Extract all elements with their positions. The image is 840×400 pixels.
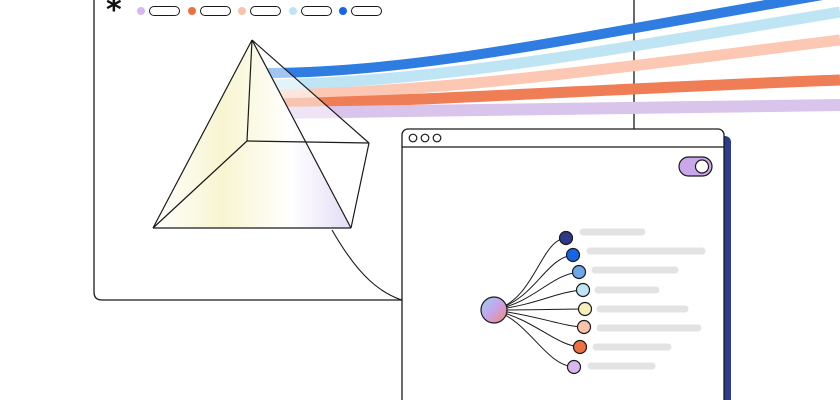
beam-light-blue (267, 6, 840, 91)
prism-outline (152, 39, 370, 229)
tree-node[interactable] (566, 359, 582, 375)
beam-blue (267, 0, 824, 78)
front-window (401, 128, 725, 400)
tree-node[interactable] (571, 264, 587, 280)
hub-node[interactable] (480, 296, 508, 324)
chip-dot (289, 7, 297, 15)
tree-node[interactable] (576, 319, 592, 335)
placeholder-text-bars (579, 228, 706, 370)
window-control-circle[interactable] (420, 133, 430, 143)
chip-dot (188, 7, 196, 15)
toggle-switch[interactable] (678, 156, 713, 177)
chip-dot (339, 7, 347, 15)
tree-node[interactable] (565, 247, 581, 263)
chip-dot (137, 7, 145, 15)
chip-pill (250, 6, 281, 16)
beam-orange (273, 74, 840, 110)
node-group (558, 230, 593, 375)
tree-node[interactable] (572, 339, 588, 355)
asterisk-icon: * (106, 0, 122, 28)
toggle-knob (694, 159, 710, 174)
chip-pill (200, 6, 231, 16)
chip-pill (149, 6, 180, 16)
tree-node[interactable] (558, 230, 574, 246)
tree-node[interactable] (575, 282, 591, 298)
window-control-circle[interactable] (408, 133, 418, 143)
tree-node[interactable] (577, 301, 593, 317)
chip-pill (351, 6, 382, 16)
beam-lavender (275, 99, 840, 119)
prism-front-face (153, 40, 351, 228)
back-window-frame (93, 0, 405, 301)
window-controls (408, 133, 442, 143)
prism-side-face (252, 40, 369, 228)
beam-peach (271, 34, 840, 101)
window-control-circle[interactable] (432, 133, 442, 143)
chip-pill (301, 6, 332, 16)
chip-dot (238, 7, 246, 15)
